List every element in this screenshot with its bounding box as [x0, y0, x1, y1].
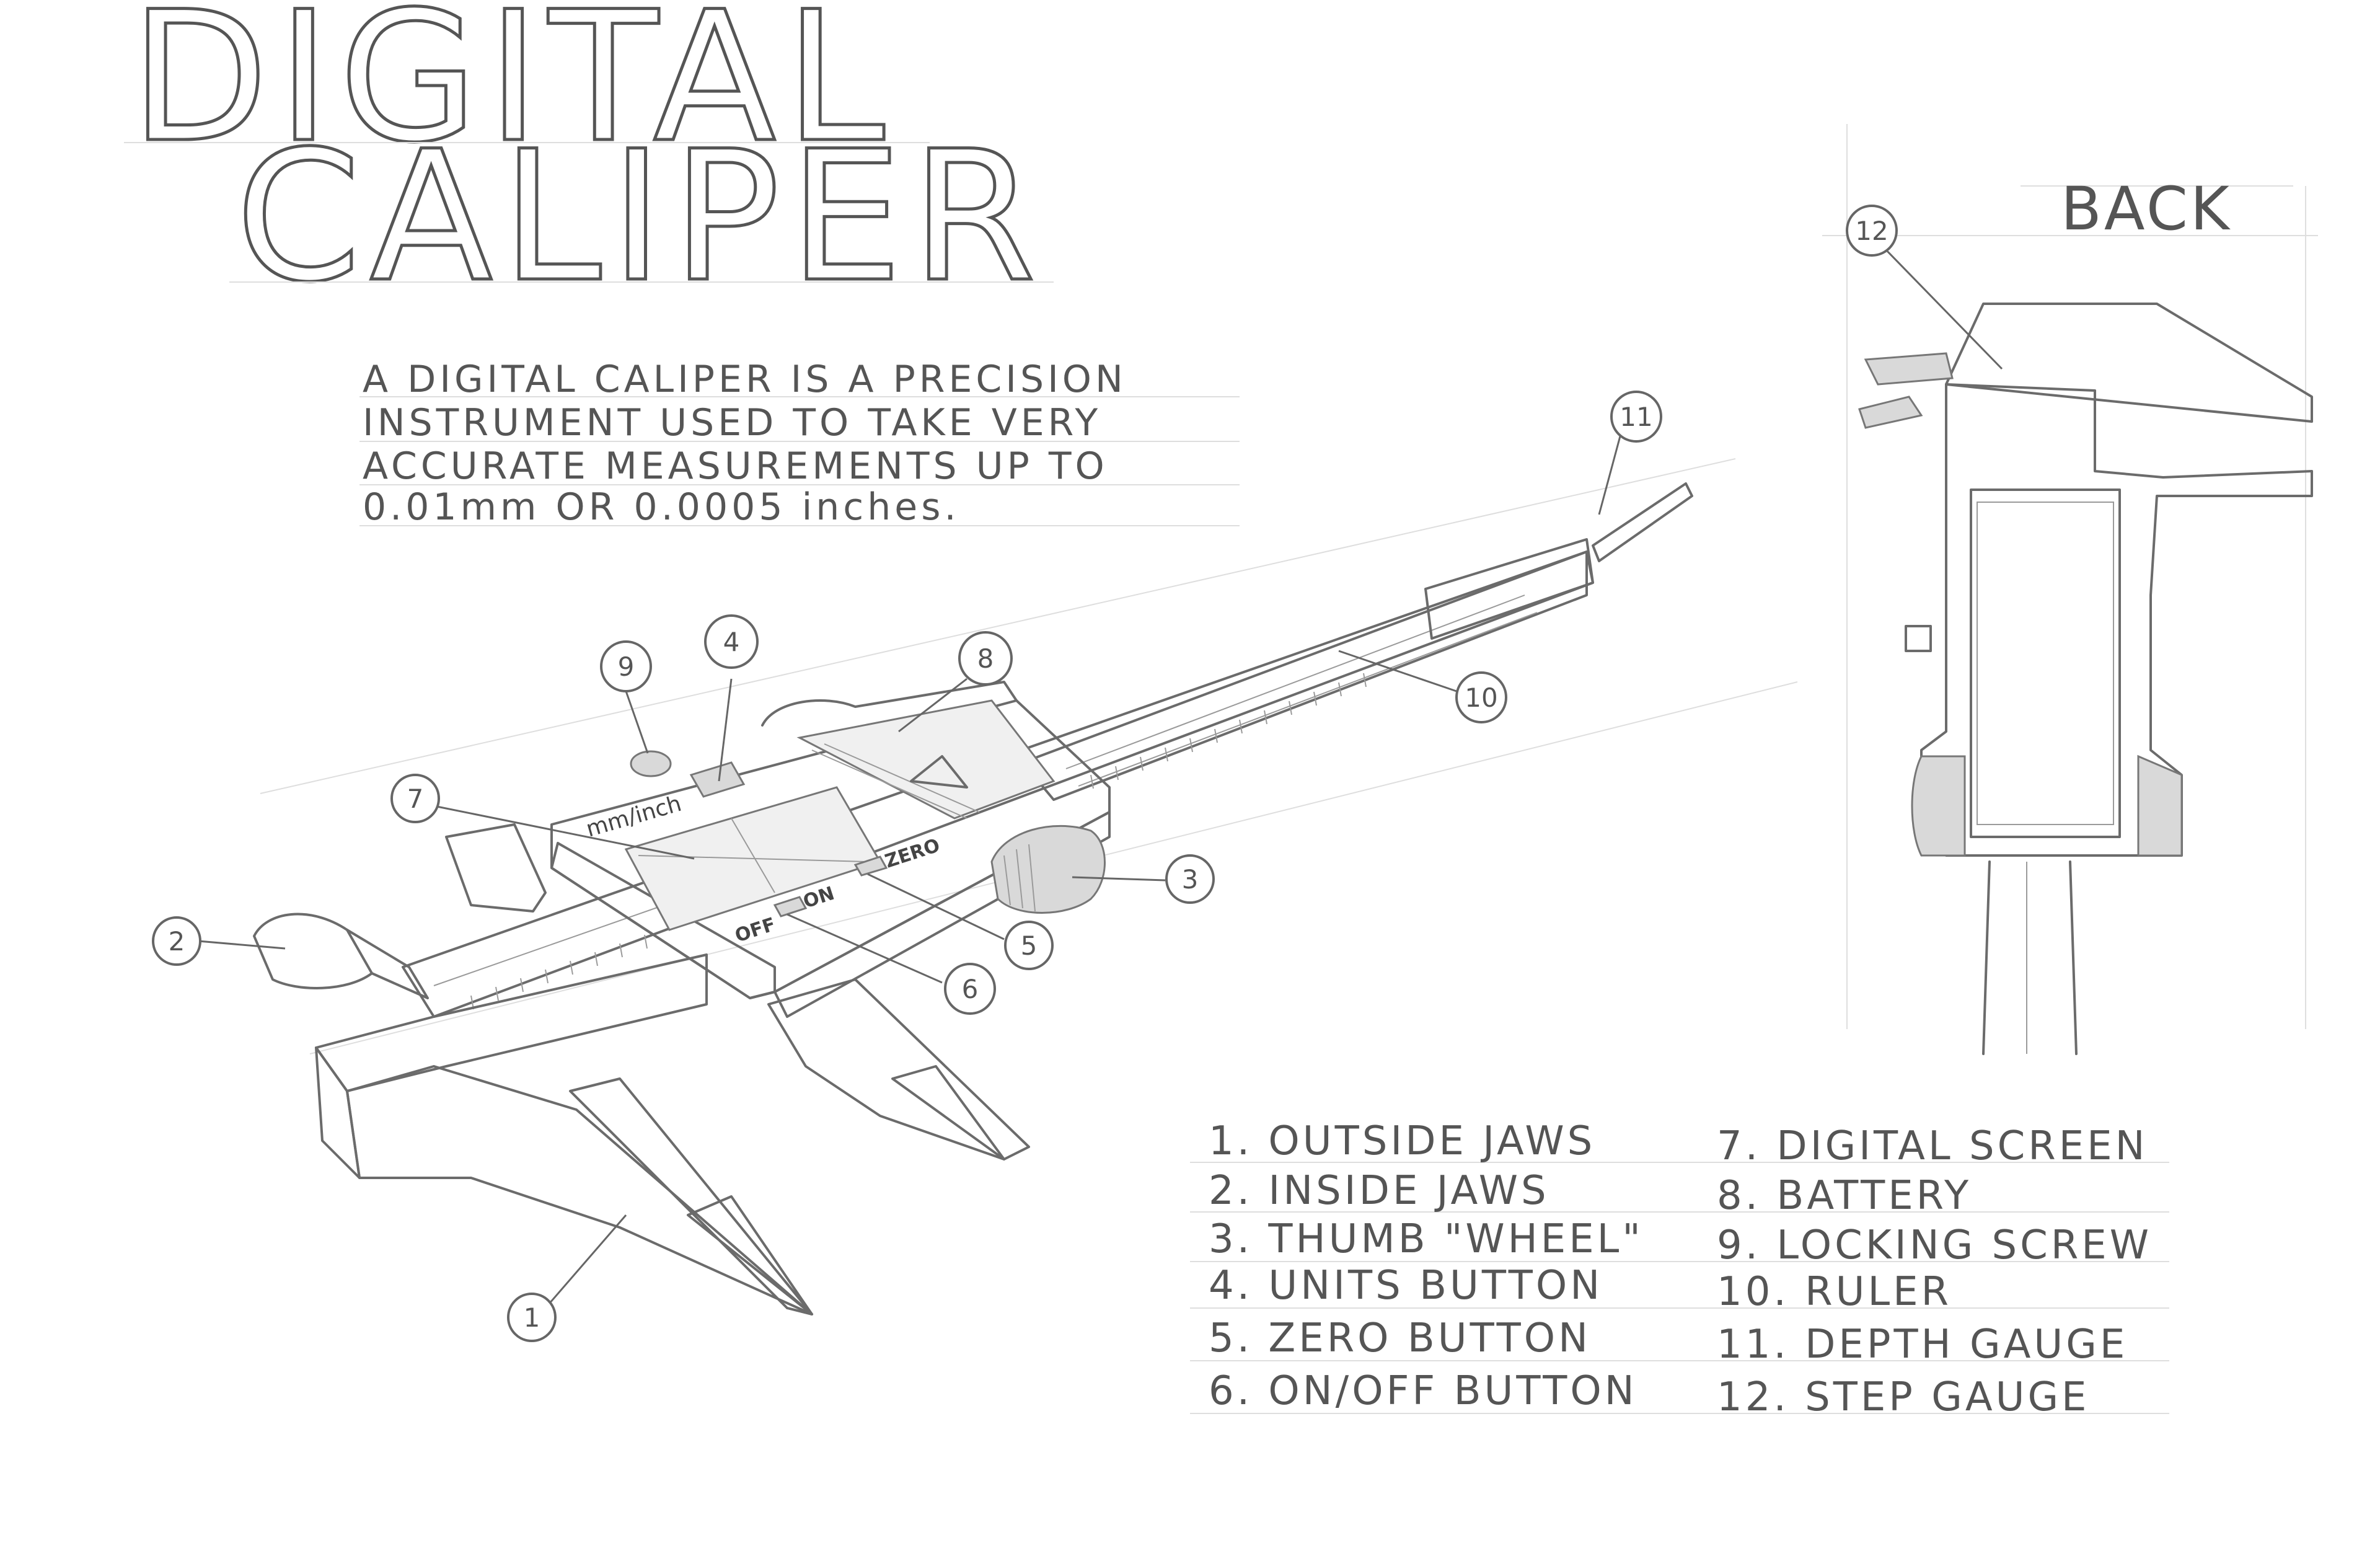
callout-8-circle: [958, 631, 1013, 686]
callout-1-circle: [507, 1293, 557, 1342]
legend: 1. OUTSIDE JAWS 2. INSIDE JAWS 3. THUMB …: [1190, 1118, 2169, 1420]
legend-item-3: 3. THUMB "WHEEL": [1209, 1216, 1644, 1262]
units-button: [689, 761, 746, 798]
fixed-jaw-head: [315, 953, 813, 1315]
zero-label: ZERO: [883, 834, 943, 872]
description-line-1: A DIGITAL CALIPER IS A PRECISION: [363, 358, 1127, 401]
battery-cover: [796, 699, 1056, 820]
callout-11-circle: [1610, 391, 1662, 443]
description-line-4: 0.01mm OR 0.0005 inches.: [363, 485, 960, 529]
description-line-3: ACCURATE MEASUREMENTS UP TO: [363, 444, 1108, 488]
callout-4-circle: [704, 614, 759, 669]
callout-10-circle: [1455, 671, 1507, 723]
upper-jaw: [445, 823, 547, 913]
legend-item-11: 11. DEPTH GAUGE: [1717, 1322, 2128, 1368]
callout-2: 2: [169, 926, 185, 957]
callout-6: 6: [962, 974, 979, 1004]
ruler-beam: [402, 538, 1594, 1018]
locking-screw: [630, 750, 672, 777]
callout-4: 4: [723, 627, 740, 657]
on-label: ON: [801, 883, 837, 913]
callout-3-circle: [1165, 854, 1215, 904]
callout-12-circle: [1846, 205, 1898, 257]
callout-3: 3: [1182, 864, 1199, 895]
callout-5-circle: [1004, 921, 1054, 970]
title-line-2: CALIPER: [236, 113, 1045, 322]
callout-6-circle: [944, 963, 996, 1015]
callout-9: 9: [618, 652, 635, 682]
callout-8: 8: [977, 643, 994, 674]
callout-10: 10: [1465, 683, 1497, 713]
units-label: mm/inch: [583, 791, 684, 842]
thumb-wheel: [990, 825, 1106, 914]
description-line-2: INSTRUMENT USED TO TAKE VERY: [363, 401, 1101, 444]
title-block: DIGITAL CALIPER: [124, 0, 1054, 324]
legend-item-7: 7. DIGITAL SCREEN: [1717, 1123, 2148, 1169]
inside-jaws: [253, 913, 429, 999]
callout-2-circle: [152, 916, 201, 966]
legend-item-12: 12. STEP GAUGE: [1717, 1374, 2089, 1420]
legend-item-9: 9. LOCKING SCREW: [1717, 1222, 2152, 1268]
legend-item-8: 8. BATTERY: [1717, 1173, 1972, 1219]
callout-12: 12: [1855, 216, 1888, 246]
callout-7-circle: [390, 774, 440, 823]
back-label: BACK: [2061, 174, 2232, 244]
callout-5: 5: [1021, 931, 1038, 961]
caliper-perspective-view: mm/inch ZERO ON OFF: [253, 458, 1798, 1315]
legend-item-6: 6. ON/OFF BUTTON: [1209, 1368, 1637, 1414]
callout-7: 7: [407, 784, 424, 814]
title-line-1: DIGITAL: [130, 0, 894, 182]
description-block: A DIGITAL CALIPER IS A PRECISION INSTRUM…: [359, 358, 1240, 529]
legend-item-1: 1. OUTSIDE JAWS: [1209, 1118, 1595, 1164]
callout-1: 1: [524, 1302, 540, 1333]
callout-9-circle: [600, 640, 652, 692]
depth-gauge: [1592, 482, 1693, 562]
legend-item-2: 2. INSIDE JAWS: [1209, 1168, 1549, 1214]
callouts: 1 2 3 4 5 6 7 8 9 10: [152, 205, 2003, 1342]
back-view: BACK: [1822, 124, 2318, 1055]
legend-item-5: 5. ZERO BUTTON: [1209, 1315, 1591, 1361]
callout-11: 11: [1620, 402, 1652, 432]
legend-item-4: 4. UNITS BUTTON: [1209, 1263, 1603, 1309]
legend-item-10: 10. RULER: [1717, 1269, 1952, 1315]
